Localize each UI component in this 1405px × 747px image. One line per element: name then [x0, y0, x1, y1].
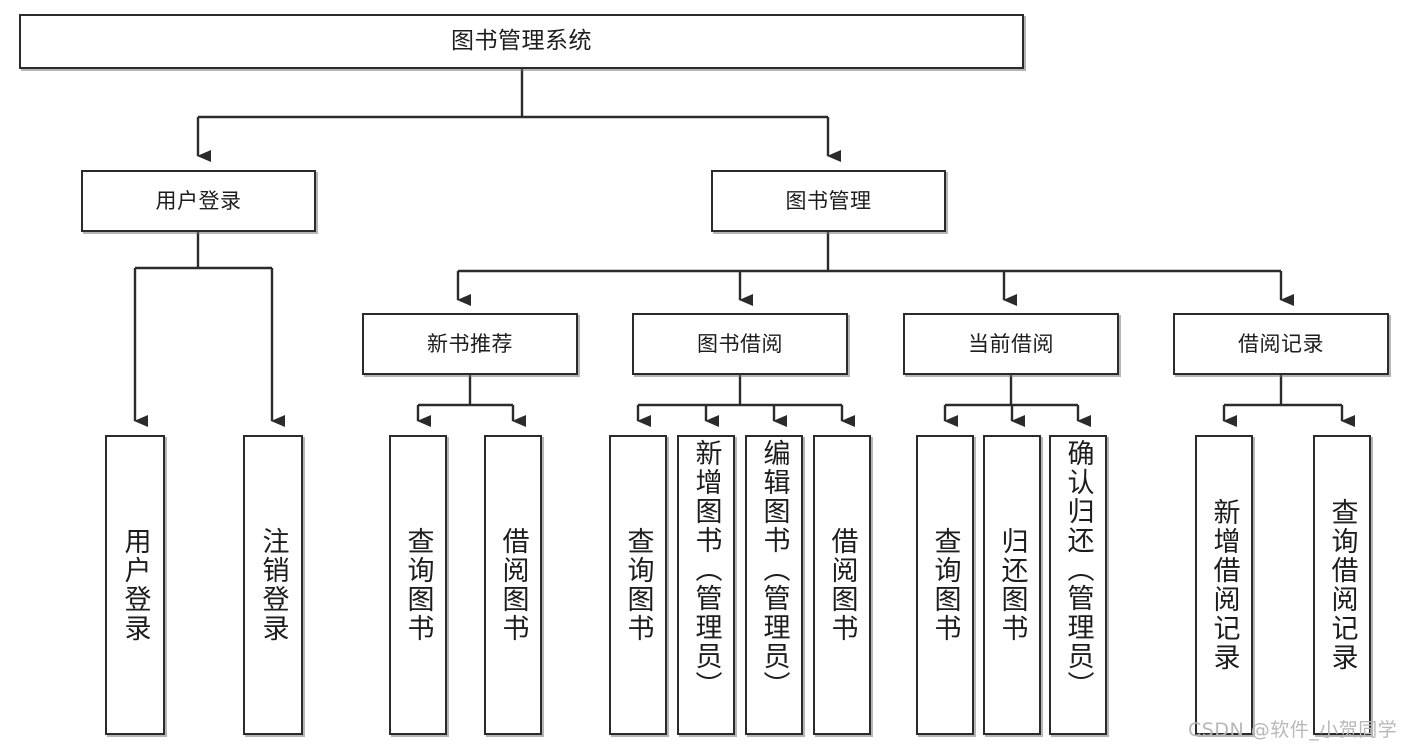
leaf-user-logout[interactable]: 注销登录 — [243, 435, 303, 735]
node-label: 查询图书 — [402, 527, 434, 643]
node-label: 借阅记录 — [1238, 331, 1324, 356]
node-label: 图书管理系统 — [451, 28, 592, 55]
node-borrow-record[interactable]: 借阅记录 — [1173, 313, 1389, 375]
node-label: 归还图书 — [996, 527, 1028, 643]
node-label: 确认归还（管理员） — [1062, 439, 1094, 700]
node-label: 借阅图书 — [826, 527, 858, 643]
node-root-book-management-system[interactable]: 图书管理系统 — [19, 14, 1024, 69]
leaf-return-book[interactable]: 归还图书 — [983, 435, 1041, 735]
node-label: 当前借阅 — [968, 331, 1054, 356]
csdn-watermark: CSDN @软件_小贺同学 — [1188, 719, 1398, 741]
leaf-query-borrow-record[interactable]: 查询借阅记录 — [1313, 435, 1371, 735]
node-label: 新增图书（管理员） — [690, 439, 722, 700]
node-label: 查询借阅记录 — [1326, 498, 1358, 672]
leaf-add-book-admin[interactable]: 新增图书（管理员） — [677, 435, 735, 735]
leaf-add-borrow-record[interactable]: 新增借阅记录 — [1195, 435, 1253, 735]
node-label: 用户登录 — [119, 527, 151, 643]
node-label: 新增借阅记录 — [1208, 498, 1240, 672]
node-book-management[interactable]: 图书管理 — [711, 170, 946, 232]
node-label: 查询图书 — [929, 527, 961, 643]
node-label: 图书管理 — [785, 188, 872, 213]
node-current-borrow[interactable]: 当前借阅 — [903, 313, 1119, 375]
leaf-borrow-book-recommend[interactable]: 借阅图书 — [484, 435, 542, 735]
node-book-borrow[interactable]: 图书借阅 — [632, 313, 848, 375]
node-label: 查询图书 — [622, 527, 654, 643]
node-label: 编辑图书（管理员） — [758, 439, 790, 700]
leaf-confirm-return-admin[interactable]: 确认归还（管理员） — [1049, 435, 1107, 735]
leaf-user-login[interactable]: 用户登录 — [105, 435, 165, 735]
leaf-query-book-recommend[interactable]: 查询图书 — [389, 435, 447, 735]
node-label: 新书推荐 — [427, 331, 513, 356]
leaf-query-book-current[interactable]: 查询图书 — [916, 435, 974, 735]
node-label: 用户登录 — [155, 188, 242, 213]
leaf-query-book-borrow[interactable]: 查询图书 — [609, 435, 667, 735]
node-label: 借阅图书 — [497, 527, 529, 643]
node-label: 注销登录 — [257, 527, 289, 643]
node-new-book-recommend[interactable]: 新书推荐 — [362, 313, 578, 375]
leaf-borrow-book[interactable]: 借阅图书 — [813, 435, 871, 735]
leaf-edit-book-admin[interactable]: 编辑图书（管理员） — [745, 435, 803, 735]
node-user-login[interactable]: 用户登录 — [81, 170, 316, 232]
node-label: 图书借阅 — [697, 331, 783, 356]
